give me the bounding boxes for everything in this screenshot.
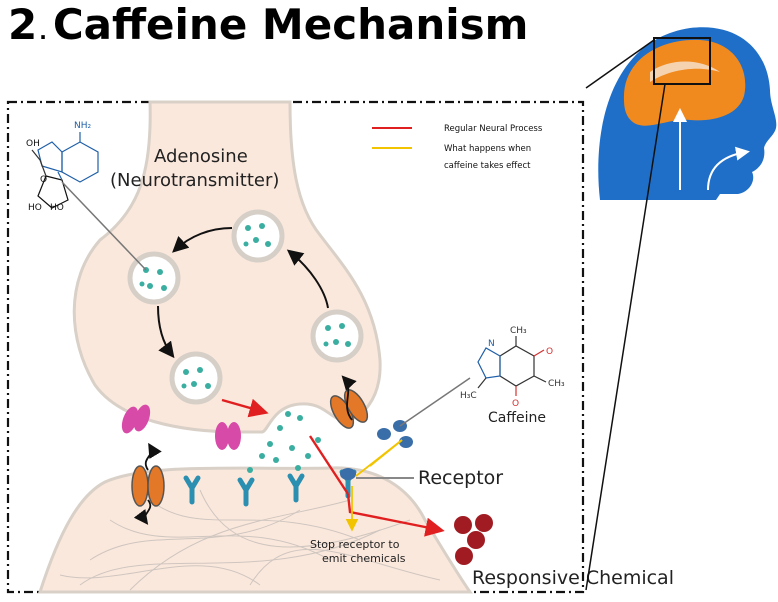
stop-label-2: emit chemicals bbox=[322, 552, 406, 565]
receptors bbox=[183, 473, 305, 507]
caffeine-atom-n: N bbox=[488, 339, 495, 349]
diagram-labels: Adenosine (Neurotransmitter) Caffeine Re… bbox=[110, 146, 674, 589]
blocked-receptor bbox=[339, 468, 357, 499]
released-neurotransmitters bbox=[247, 411, 321, 473]
adenosine-atom-ho-2: HO bbox=[50, 203, 64, 213]
adenosine-atoms: NH₂ OH HO HO O bbox=[26, 121, 92, 213]
ion-channel-pink-left bbox=[121, 404, 151, 434]
stop-label-1: Stop receptor to bbox=[310, 538, 400, 551]
receptor-label: Receptor bbox=[418, 467, 503, 489]
ion-channel-orange-right bbox=[329, 375, 369, 429]
vesicle-top bbox=[231, 209, 285, 263]
caffeine-atom-h3c: H₃C bbox=[460, 391, 477, 401]
adenosine-atom-o: O bbox=[40, 175, 47, 185]
ion-channel-orange-left bbox=[131, 442, 165, 525]
caffeine-atoms: CH₃ O CH₃ O H₃C N bbox=[460, 326, 565, 409]
adenosine-pointer bbox=[61, 181, 147, 271]
responsive-chemical-label: Responsive Chemical bbox=[472, 567, 674, 589]
legend-caffeine-label-1: What happens when bbox=[444, 144, 531, 154]
neurotransmitter-label: (Neurotransmitter) bbox=[110, 170, 279, 191]
ion-channel-pink-center bbox=[215, 422, 241, 450]
caffeine-atom-o-bottom: O bbox=[512, 399, 519, 409]
adenosine-atom-ho-1: HO bbox=[28, 203, 42, 213]
caffeine-atom-ch3-right: CH₃ bbox=[548, 379, 565, 389]
adenosine-atom-oh: OH bbox=[26, 139, 40, 149]
adenosine-structure bbox=[31, 132, 99, 209]
caffeine-pointer bbox=[399, 377, 471, 427]
zoom-line-bottom bbox=[585, 83, 666, 591]
page-title: 2.Caffeine Mechanism bbox=[8, 0, 528, 49]
title-text: Caffeine Mechanism bbox=[52, 0, 529, 49]
nerve-arrow bbox=[707, 146, 750, 191]
caffeine-structure bbox=[477, 336, 547, 396]
caffeine-effect-arrows bbox=[345, 439, 403, 532]
caffeine-atom-ch3-top: CH₃ bbox=[510, 326, 527, 336]
vesicle-right bbox=[310, 309, 364, 363]
vesicle-cycle-arrows bbox=[157, 227, 329, 359]
caffeine-molecules bbox=[377, 420, 413, 448]
head-illustration bbox=[585, 27, 777, 591]
cytoskeleton-fibers bbox=[59, 489, 441, 591]
regular-process-arrows bbox=[221, 398, 445, 537]
adenosine-atom-nh2: NH₂ bbox=[74, 121, 92, 131]
legend-regular-label: Regular Neural Process bbox=[444, 124, 543, 134]
title-number: 2 bbox=[8, 0, 38, 49]
zoom-box bbox=[653, 37, 711, 85]
adenosine-label: Adenosine bbox=[154, 146, 248, 167]
caffeine-label: Caffeine bbox=[488, 410, 546, 426]
legend-caffeine-label-2: caffeine takes effect bbox=[444, 161, 531, 171]
responsive-chemicals bbox=[454, 514, 493, 565]
vesicle-bottom bbox=[169, 351, 223, 405]
presynaptic-terminal bbox=[72, 100, 382, 434]
zoom-line-top bbox=[585, 39, 655, 89]
brain-highlight bbox=[650, 61, 720, 82]
title-separator: . bbox=[39, 20, 47, 44]
caffeine-atom-o-right: O bbox=[546, 347, 553, 357]
legend: Regular Neural Process What happens when… bbox=[372, 124, 543, 171]
